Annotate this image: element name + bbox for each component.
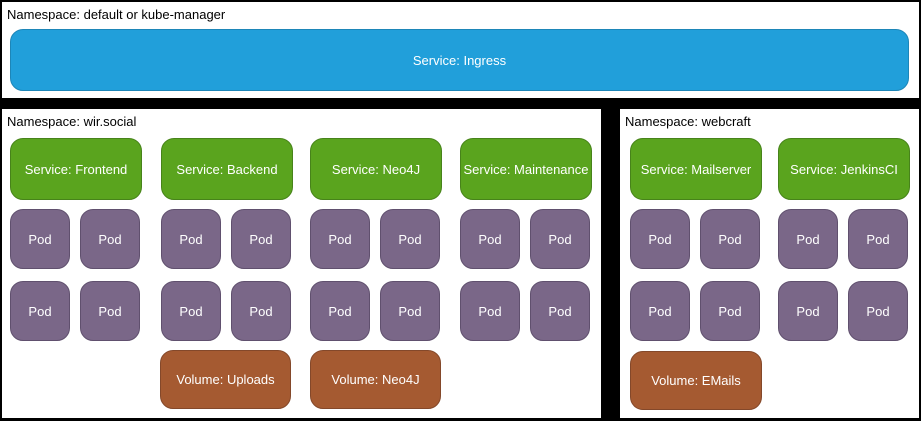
pod-box: Pod [630,209,690,269]
pod-box: Pod [380,281,440,341]
service-box-mailserver: Service: Mailserver [630,138,762,200]
service-box-jenkinsci: Service: JenkinsCI [778,138,910,200]
pod-box: Pod [80,281,140,341]
pod-box: Pod [700,281,760,341]
namespace-label-default: Namespace: default or kube-manager [7,7,226,22]
pod-box: Pod [460,281,520,341]
pod-box: Pod [231,281,291,341]
service-box-maintenance: Service: Maintenance [460,138,592,200]
service-box-backend: Service: Backend [161,138,293,200]
volume-box-neo4j: Volume: Neo4J [310,350,441,409]
volume-box-emails: Volume: EMails [630,351,762,410]
pod-box: Pod [10,281,70,341]
pod-box: Pod [380,209,440,269]
pod-box: Pod [310,209,370,269]
volume-box-uploads: Volume: Uploads [160,350,291,409]
pod-box: Pod [161,281,221,341]
namespace-panel-default: Namespace: default or kube-manager Servi… [2,2,919,98]
service-box-neo4j: Service: Neo4J [310,138,442,200]
pod-box: Pod [80,209,140,269]
namespace-label-wir-social: Namespace: wir.social [7,114,137,129]
pod-box: Pod [460,209,520,269]
namespace-label-webcraft: Namespace: webcraft [625,114,751,129]
service-box-frontend: Service: Frontend [10,138,142,200]
pod-box: Pod [310,281,370,341]
pod-box: Pod [161,209,221,269]
pod-box: Pod [848,281,908,341]
pod-box: Pod [530,209,590,269]
pod-box: Pod [778,281,838,341]
namespace-panel-wir-social: Namespace: wir.social Service: Frontend … [2,109,601,418]
pod-box: Pod [10,209,70,269]
service-box-ingress: Service: Ingress [10,29,909,91]
namespace-panel-webcraft: Namespace: webcraft Service: Mailserver … [620,109,919,418]
pod-box: Pod [700,209,760,269]
pod-box: Pod [630,281,690,341]
pod-box: Pod [778,209,838,269]
pod-box: Pod [231,209,291,269]
pod-box: Pod [848,209,908,269]
pod-box: Pod [530,281,590,341]
